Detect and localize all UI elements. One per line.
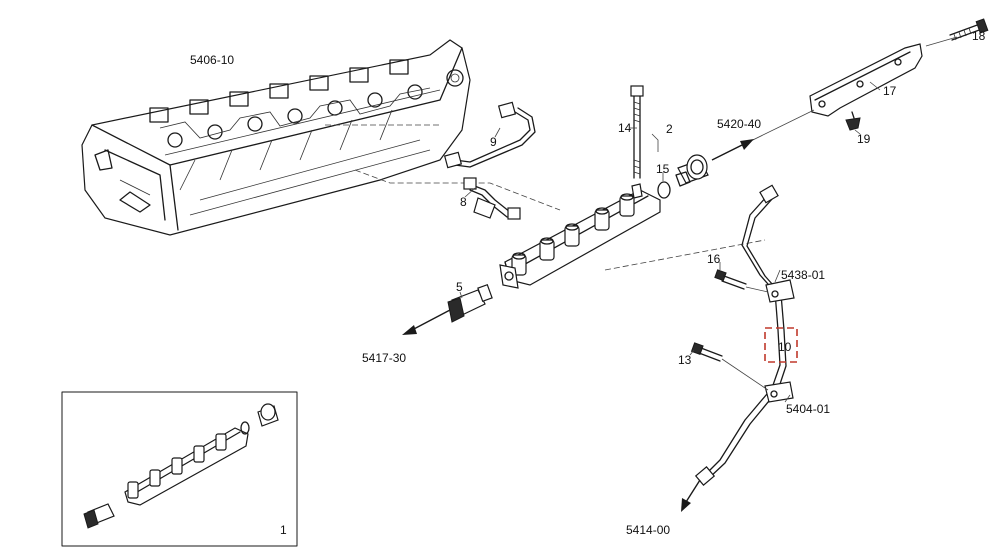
cylinder-head xyxy=(81,39,471,236)
callout-stud-14: 14 xyxy=(618,121,632,135)
stud-14 xyxy=(630,85,644,179)
ref-line-head-rail xyxy=(354,169,561,211)
bracket-17 xyxy=(809,43,923,117)
injector-pipe-8 xyxy=(463,177,521,220)
ref-line-rail-pipe xyxy=(604,239,766,271)
callout-kit-1: 1 xyxy=(280,523,287,537)
arrow-5420-40 xyxy=(711,109,815,161)
high-pressure-pipe xyxy=(694,184,795,486)
bolt-13 xyxy=(690,342,723,362)
callout-clip-19: 19 xyxy=(857,132,871,146)
callout-bolt-18: 18 xyxy=(972,29,986,43)
leader-lines xyxy=(459,36,958,403)
callout-ref-5417-30: 5417-30 xyxy=(362,351,407,365)
callout-pipe-9: 9 xyxy=(490,135,497,149)
inset-kit-box xyxy=(61,391,298,547)
injector-pipe-9 xyxy=(443,101,536,169)
callout-bracket-17: 17 xyxy=(883,84,897,98)
arrow-5417-30 xyxy=(402,309,451,335)
clip-19 xyxy=(845,111,861,131)
callout-clamp-10: 10 xyxy=(778,340,792,354)
callout-item-2: 2 xyxy=(666,122,673,136)
fuel-rail xyxy=(499,183,661,289)
callout-o-ring-15: 15 xyxy=(656,162,670,176)
callout-pipe-8: 8 xyxy=(460,195,467,209)
callout-ref-5438-01: 5438-01 xyxy=(781,268,826,282)
callout-sensor-5: 5 xyxy=(456,280,463,294)
pressure-limiting-valve-2 xyxy=(675,154,709,187)
callout-ref-5414-00: 5414-00 xyxy=(626,523,671,537)
bolt-16 xyxy=(714,269,747,290)
arrow-5414-00 xyxy=(681,479,701,512)
callout-cylinder-head: 5406-10 xyxy=(190,53,235,67)
bolt-18 xyxy=(949,18,989,41)
pressure-sensor-5 xyxy=(447,283,493,323)
callout-bolt-13: 13 xyxy=(678,353,692,367)
callout-ref-5420-40: 5420-40 xyxy=(717,117,762,131)
callout-ref-5404-01: 5404-01 xyxy=(786,402,831,416)
callout-bolt-16: 16 xyxy=(707,252,721,266)
o-ring-15 xyxy=(657,181,671,199)
clamp-10-highlight xyxy=(764,327,798,363)
